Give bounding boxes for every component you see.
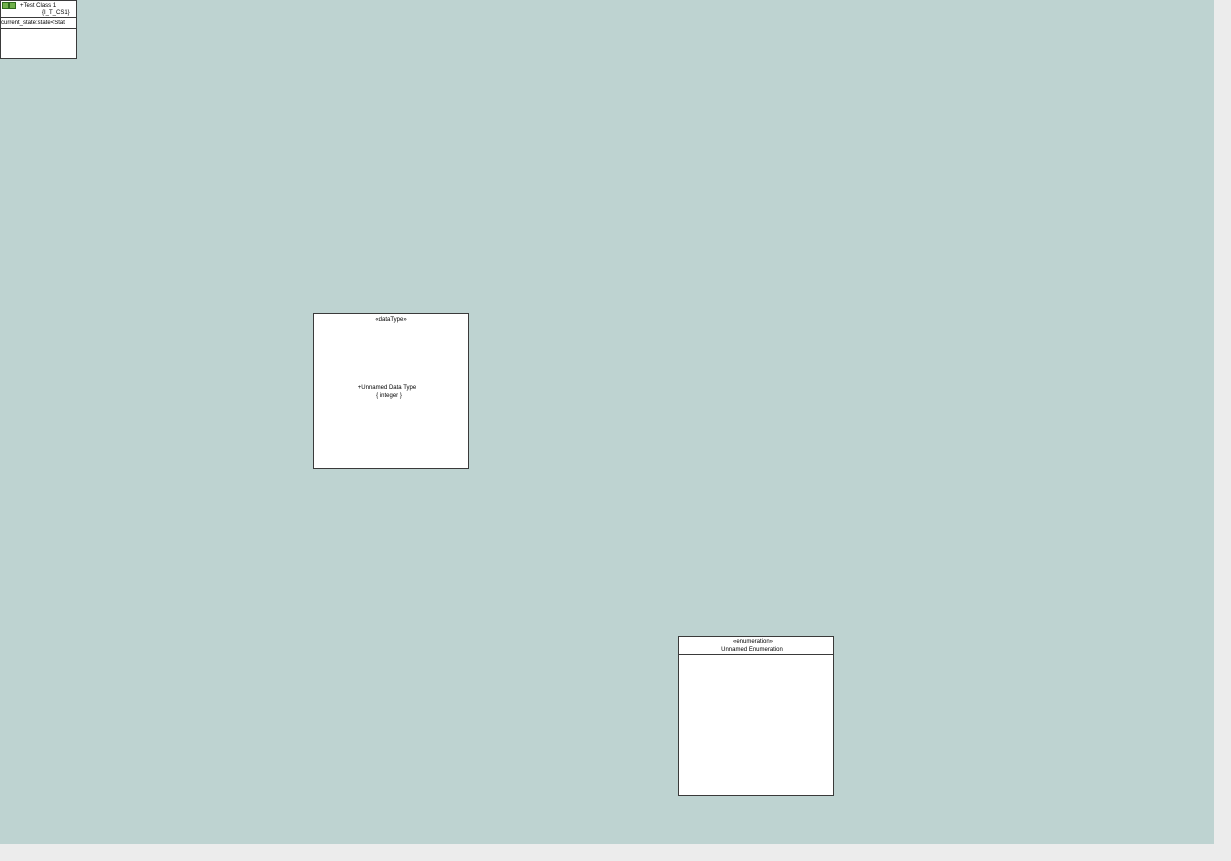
class-key-letters: {I_T_CS1} (42, 10, 70, 16)
enumeration-box[interactable]: «enumeration» Unnamed Enumeration (678, 636, 834, 796)
class-attribute: current_state:state<Stat (1, 20, 65, 26)
data-type-box[interactable]: «dataType» +Unnamed Data Type { integer … (313, 313, 469, 469)
enumeration-name: Unnamed Enumeration (721, 647, 783, 653)
class-icon (2, 2, 16, 9)
enumeration-stereotype: «enumeration» (732, 639, 774, 645)
class-box[interactable]: +Test Class 1 {I_T_CS1} current_state:st… (0, 0, 77, 59)
class-attributes: current_state:state<Stat (1, 18, 76, 29)
vertical-scrollbar[interactable] (1214, 0, 1231, 861)
enumeration-header: «enumeration» Unnamed Enumeration (679, 637, 833, 655)
horizontal-scrollbar[interactable] (0, 844, 1231, 861)
data-type-name: +Unnamed Data Type (357, 385, 417, 391)
class-header: +Test Class 1 {I_T_CS1} (1, 1, 76, 18)
data-type-core-type: { integer } (376, 393, 402, 399)
data-type-stereotype: «dataType» (375, 317, 407, 323)
class-title: +Test Class 1 (20, 3, 57, 9)
